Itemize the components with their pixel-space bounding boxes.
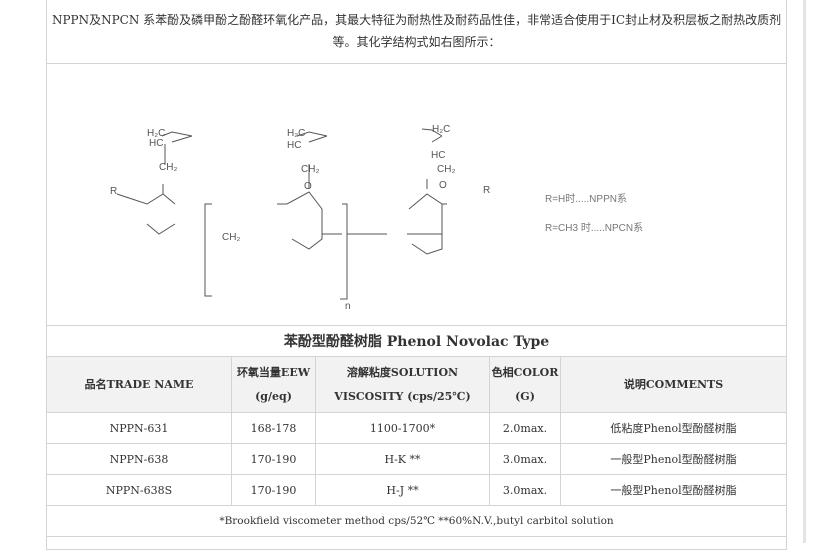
- header-trade-name: 品名TRADE NAME: [46, 356, 232, 413]
- struct-label: HC: [287, 140, 301, 151]
- cell-viscosity: H-K **: [315, 443, 490, 475]
- cell-trade-name: NPPN-631: [46, 412, 232, 444]
- struct-label: H₂C: [432, 124, 450, 135]
- cell-comments: 一般型Phenol型酚醛树脂: [559, 443, 788, 475]
- struct-label: O: [439, 180, 447, 191]
- struct-label: CH₂: [222, 232, 240, 243]
- header-comments: 说明COMMENTS: [559, 356, 788, 413]
- scrollbar[interactable]: [803, 0, 806, 543]
- cell-color: 3.0max.: [489, 474, 561, 506]
- empty-row: [45, 536, 788, 550]
- cell-trade-name: NPPN-638: [46, 443, 232, 475]
- struct-label: R: [483, 185, 490, 196]
- header-color: 色相COLOR(G): [489, 356, 561, 413]
- chemical-structure-image: H₂C HC CH₂ R CH₂ H₂C HC CH₂ O n H₂C HC C…: [45, 63, 788, 326]
- content: NPPN及NPCN 系苯酚及磷甲酚之酚醛环氧化产品，其最大特征为耐热性及耐药品性…: [45, 0, 788, 550]
- cell-color: 3.0max.: [489, 443, 561, 475]
- struct-label: HC: [149, 138, 163, 149]
- product-table: NPPN及NPCN 系苯酚及磷甲酚之酚醛环氧化产品，其最大特征为耐热性及耐药品性…: [45, 0, 788, 550]
- struct-label: n: [345, 301, 351, 312]
- cell-color: 2.0max.: [489, 412, 561, 444]
- cell-eew: 170-190: [231, 474, 316, 506]
- intro-text: NPPN及NPCN 系苯酚及磷甲酚之酚醛环氧化产品，其最大特征为耐热性及耐药品性…: [45, 0, 788, 64]
- struct-label: H₂C: [287, 128, 305, 139]
- cell-comments: 低粘度Phenol型酚醛树脂: [559, 412, 788, 444]
- cell-comments: 一般型Phenol型酚醛树脂: [559, 474, 788, 506]
- struct-label: HC: [431, 150, 445, 161]
- cell-trade-name: NPPN-638S: [46, 474, 232, 506]
- legend-nppn: R=H时.....NPPN系: [545, 193, 627, 205]
- struct-label: H₂C: [147, 128, 165, 139]
- struct-label: CH₂: [301, 164, 319, 175]
- struct-label: CH₂: [437, 164, 455, 175]
- table-title: 苯酚型酚醛树脂 Phenol Novolac Type: [45, 325, 788, 357]
- cell-eew: 170-190: [231, 443, 316, 475]
- table-footnote: *Brookfield viscometer method cps/52℃ **…: [45, 505, 788, 537]
- struct-label: O: [304, 181, 312, 192]
- struct-label: CH₂: [159, 162, 177, 173]
- cell-viscosity: 1100-1700*: [315, 412, 490, 444]
- cell-viscosity: H-J **: [315, 474, 490, 506]
- cell-eew: 168-178: [231, 412, 316, 444]
- legend-npcn: R=CH3 时.....NPCN系: [545, 222, 643, 234]
- header-eew: 环氧当量EEW(g/eq): [231, 356, 316, 413]
- struct-label: R: [110, 186, 117, 197]
